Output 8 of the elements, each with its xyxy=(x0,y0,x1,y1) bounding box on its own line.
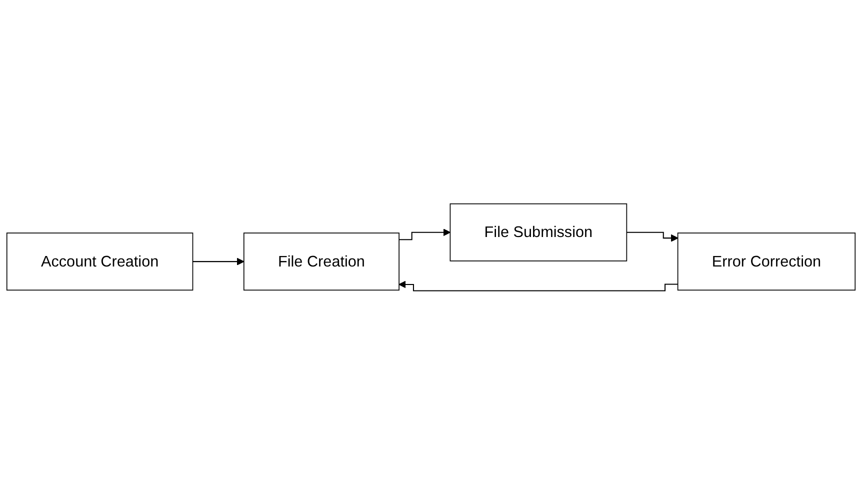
node-box: Error Correction xyxy=(677,232,856,290)
arrow xyxy=(626,232,678,242)
arrow xyxy=(398,280,678,291)
arrow xyxy=(192,258,244,266)
node-box: Account Creation xyxy=(6,232,194,290)
arrow xyxy=(399,228,451,240)
node-box: File Submission xyxy=(450,203,628,262)
node-box: File Creation xyxy=(243,232,400,290)
